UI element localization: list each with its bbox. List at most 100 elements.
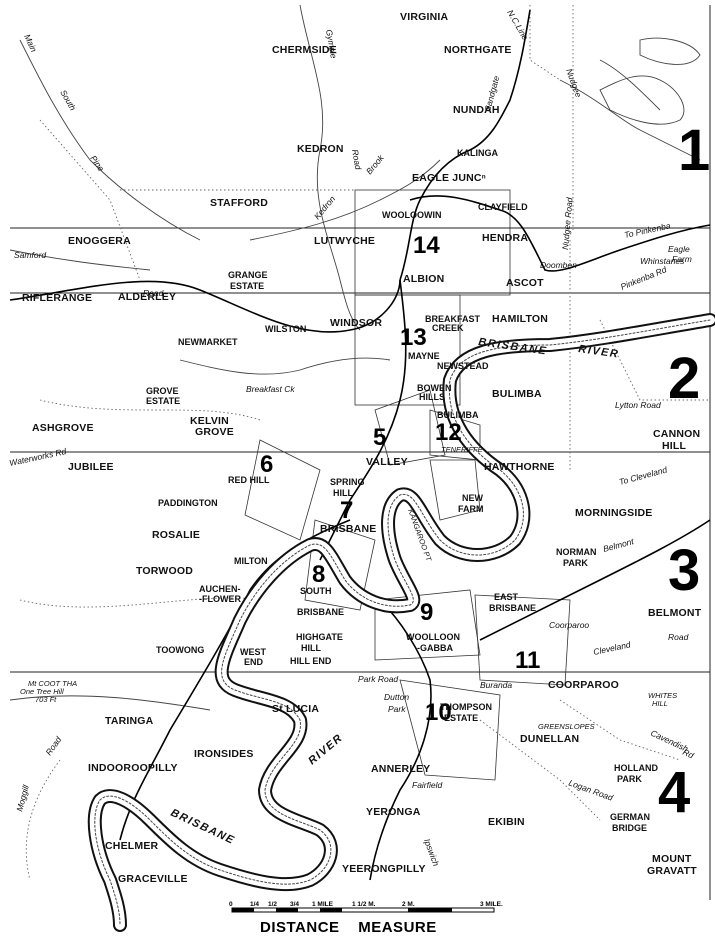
label-brisbane: BRISBANE (320, 523, 376, 535)
region-number-4: 4 (658, 760, 690, 825)
label-river-2: RIVER (306, 732, 345, 768)
label-south-brisbane: BRISBANE (297, 607, 344, 617)
label-coorparoo: COORPAROO (548, 679, 619, 691)
label-whites-hill: HILL (652, 699, 668, 708)
label-taringa: TARINGA (105, 715, 154, 727)
label-cannon-hill: HILL (662, 440, 687, 452)
label-height: 703 Ft (35, 695, 57, 704)
dotted-boundaries (19, 5, 710, 881)
label-wooloowin: WOOLOOWIN (382, 210, 442, 220)
label-northgate: NORTHGATE (444, 44, 512, 56)
label-spring-hill: HILL (333, 488, 353, 498)
label-highgate: HIGHGATE (296, 632, 343, 642)
label-gravatt: GRAVATT (647, 865, 697, 877)
section-number-11: 11 (515, 647, 540, 674)
label-kalinga: KALINGA (457, 148, 498, 158)
suburb-labels: VIRGINIA CHERMSIDE NORTHGATE NUNDAH KEDR… (22, 11, 702, 885)
label-hamilton: HAMILTON (492, 313, 548, 325)
label-buranda: Buranda (480, 680, 512, 690)
label-bulimba-small: BULIMBA (437, 410, 479, 420)
label-albion: ALBION (403, 273, 444, 285)
label-west: WEST (240, 647, 267, 657)
scale-bar: 0 1/4 1/2 3/4 1 MILE 1 1/2 M. 2 M. 3 MIL… (229, 901, 503, 913)
label-highgate-hill: HILL (301, 643, 321, 653)
label-paddington: PADDINGTON (158, 498, 218, 508)
label-flower: -FLOWER (199, 594, 241, 604)
label-south: South (58, 88, 78, 112)
label-thompson-estate: ESTATE (444, 713, 478, 723)
label-pine: Pine (88, 153, 106, 173)
label-enoggera: ENOGGERA (68, 235, 131, 247)
label-eagle-farm-2: Farm (672, 254, 692, 264)
label-to-pinkenba: To Pinkenba (623, 220, 671, 240)
label-nudgee-road: Nudgee Road (560, 197, 575, 250)
region-number-3: 3 (668, 538, 700, 603)
label-mt-coot-tha: Mt COOT THA (28, 679, 77, 688)
scale-label-three-quarter: 3/4 (290, 901, 299, 908)
label-annerley: ANNERLEY (371, 763, 430, 775)
label-road: Road (350, 149, 363, 171)
label-norman: NORMAN (556, 547, 597, 557)
label-eagle-farm: Eagle (668, 244, 690, 254)
label-chelmer: CHELMER (105, 840, 159, 852)
label-graceville: GRACEVILLE (118, 873, 188, 885)
label-whinstanes: Whinstanes (640, 256, 685, 266)
label-belmont: BELMONT (648, 607, 702, 619)
label-german: GERMAN (610, 812, 650, 822)
region-number-2: 2 (668, 346, 700, 411)
label-hawthorne: HAWTHORNE (484, 461, 555, 473)
label-end: END (244, 657, 264, 667)
label-samford: Samford (14, 250, 46, 260)
label-toowong: TOOWONG (156, 645, 204, 655)
label-farm: FARM (458, 504, 484, 514)
label-kelvin: KELVIN (190, 415, 229, 427)
label-dunellan: DUNELLAN (520, 733, 579, 745)
label-gabba: -GABBA (417, 643, 453, 653)
label-bowen: BOWEN (417, 383, 452, 393)
label-ironsides: IRONSIDES (194, 748, 254, 760)
section-number-9: 9 (420, 599, 433, 626)
section-number-5: 5 (373, 424, 386, 451)
label-ashgrove: ASHGROVE (32, 422, 94, 434)
label-st-lucia: St LUCIA (272, 703, 319, 715)
section-number-14: 14 (413, 232, 440, 259)
label-indooroopilly: INDOOROOPILLY (88, 762, 178, 774)
label-hendra: HENDRA (482, 232, 528, 244)
label-waterworks-rd: Waterworks Rd (8, 446, 67, 468)
label-valley: VALLEY (366, 456, 408, 468)
label-cannon: CANNON (653, 428, 700, 440)
label-holland: HOLLAND (614, 763, 658, 773)
label-alderley: ALDERLEY (118, 291, 176, 303)
label-teneriffe: TENERIFFE (441, 445, 484, 454)
scale-label-0: 0 (229, 901, 233, 908)
label-south: SOUTH (300, 586, 332, 596)
scale-label-half: 1/2 (268, 901, 277, 908)
label-grange-estate: ESTATE (230, 281, 264, 291)
label-torwood: TORWOOD (136, 565, 193, 577)
feature-labels: Mt COOT THA One Tree Hill 703 Ft WHITES … (20, 244, 692, 708)
label-eagle-junc: EAGLE JUNCⁿ (412, 172, 486, 184)
label-chermside: CHERMSIDE (272, 44, 337, 56)
scale-label-1-5-miles: 1 1/2 M. (352, 901, 376, 908)
label-clayfield: CLAYFIELD (478, 202, 528, 212)
scale-label-2-miles: 2 M. (402, 901, 415, 908)
label-main: Main (22, 33, 39, 54)
label-virginia: VIRGINIA (400, 11, 448, 23)
label-milton: MILTON (234, 556, 268, 566)
label-grove: GROVE (146, 386, 179, 396)
label-bulimba: BULIMBA (492, 388, 542, 400)
label-wilston: WILSTON (265, 324, 306, 334)
label-thompson: THOMPSON (440, 702, 492, 712)
label-nudgee: Nudgee (564, 67, 584, 99)
label-lutwyche: LUTWYCHE (314, 235, 375, 247)
label-auchen: AUCHEN- (199, 584, 241, 594)
section-number-6: 6 (260, 451, 273, 478)
label-river-1: RIVER (578, 343, 620, 361)
label-stafford: STAFFORD (210, 197, 268, 209)
creeks (9, 4, 701, 711)
section-number-10: 10 (425, 699, 452, 726)
label-to-cleveland: To Cleveland (618, 464, 668, 486)
section-number-8: 8 (312, 561, 325, 588)
section-number-7: 7 (340, 497, 353, 524)
label-mayne: MAYNE (408, 351, 440, 361)
